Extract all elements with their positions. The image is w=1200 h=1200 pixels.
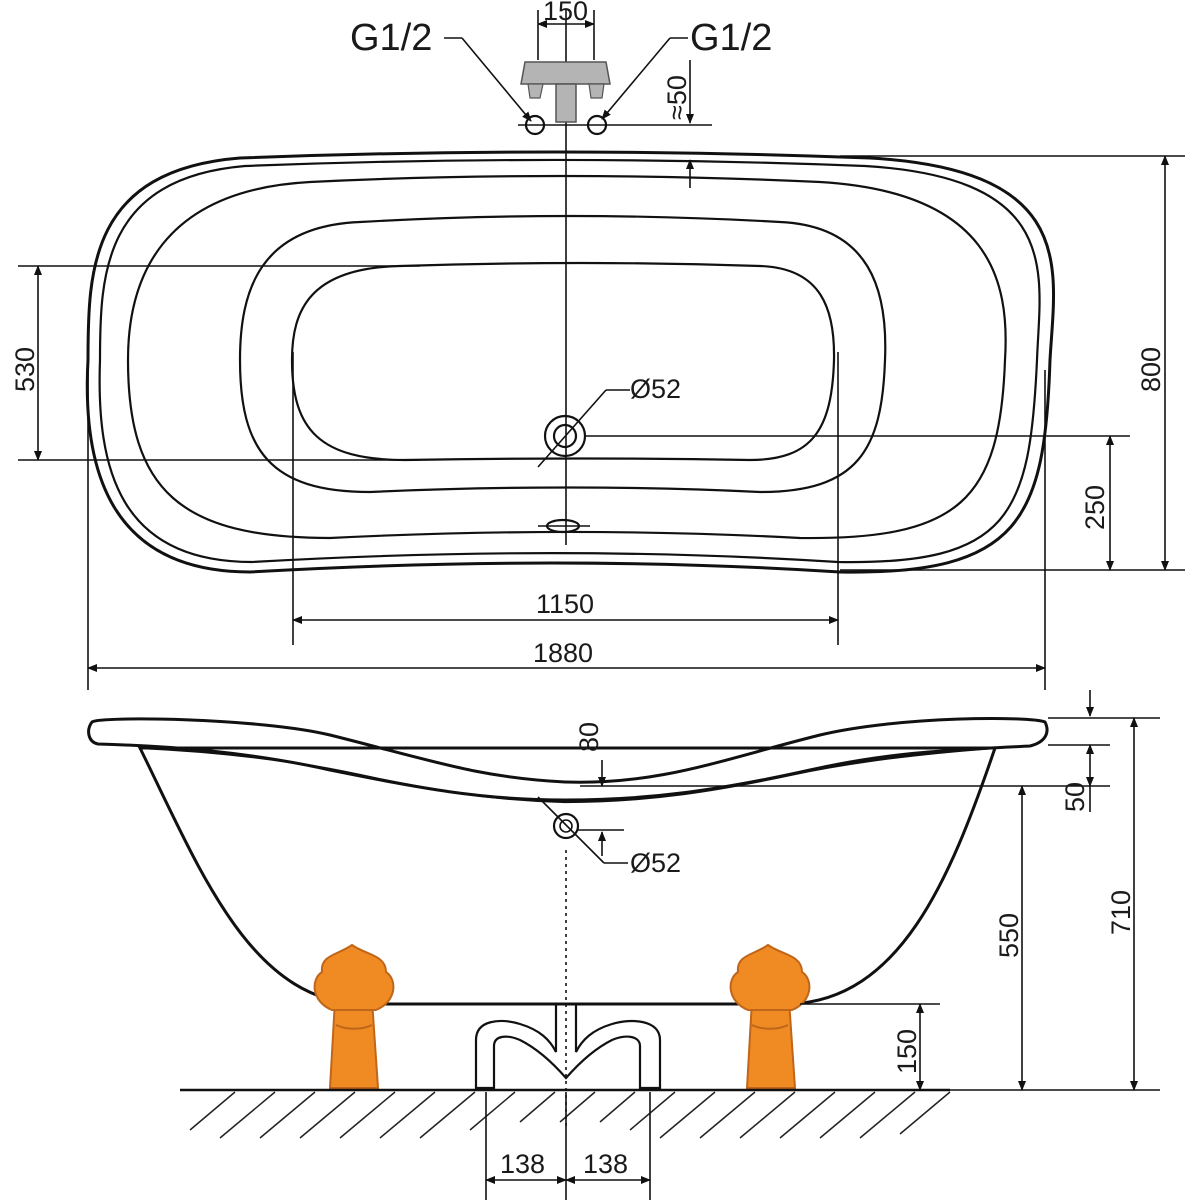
svg-text:530: 530	[10, 347, 40, 392]
tub-foot-right	[729, 943, 811, 1089]
svg-text:800: 800	[1136, 347, 1166, 392]
dimension-right-stack: 50	[580, 690, 1160, 1091]
dimension-tap-offset: ≈50	[662, 60, 694, 188]
svg-text:710: 710	[1106, 890, 1136, 935]
dimension-drain-diameter: Ø52	[537, 374, 681, 468]
tub-inner-contour-2	[290, 261, 836, 462]
thread-label-right: G1/2	[690, 17, 772, 59]
dimension-total-height: 710	[1106, 717, 1138, 1091]
svg-text:138: 138	[500, 1149, 545, 1179]
tub-bowl-edge	[126, 174, 1007, 540]
svg-text:Ø52: Ø52	[630, 374, 681, 404]
svg-text:50: 50	[1060, 782, 1090, 812]
tub-rim-side	[87, 716, 1049, 802]
side-view: 80 Ø52 50 550 710	[87, 690, 1160, 1200]
dimension-width: 800	[840, 155, 1185, 571]
dimension-overflow-height: 550	[994, 785, 1026, 1091]
svg-text:Ø52: Ø52	[630, 848, 681, 878]
svg-text:150: 150	[543, 0, 588, 26]
tub-inner-contour-1	[238, 214, 887, 494]
dimension-leg-height: 150	[892, 1003, 924, 1091]
waste-trap	[474, 1002, 662, 1090]
dimension-drain-offset: 250	[585, 435, 1130, 571]
thread-label-left: G1/2	[350, 17, 432, 59]
top-view: G1/2 G1/2 150 ≈50 800 2	[10, 0, 1185, 690]
svg-text:1150: 1150	[536, 589, 594, 619]
svg-text:1880: 1880	[533, 638, 593, 668]
dimension-tap-spacing: 150	[537, 0, 595, 60]
svg-text:250: 250	[1080, 485, 1110, 530]
drain-inner-icon	[552, 423, 578, 449]
dimension-length: 1880	[87, 370, 1046, 690]
overflow-outer-icon	[552, 812, 580, 840]
floor-hatch	[189, 1091, 951, 1139]
dimension-inner-length: 1150	[292, 352, 839, 645]
tub-foot-left	[313, 943, 395, 1089]
dimension-waste-spacing: 138 138	[485, 1092, 651, 1200]
dimension-rim-height: 80	[574, 722, 624, 856]
svg-text:150: 150	[892, 1029, 922, 1074]
svg-text:80: 80	[574, 722, 604, 752]
dimension-inner-width: 530	[10, 265, 420, 461]
dimension-overflow-diameter: Ø52	[537, 796, 681, 878]
svg-text:138: 138	[583, 1149, 628, 1179]
tap-assembly	[518, 61, 712, 136]
svg-text:≈50: ≈50	[662, 75, 692, 120]
svg-text:550: 550	[994, 913, 1024, 958]
